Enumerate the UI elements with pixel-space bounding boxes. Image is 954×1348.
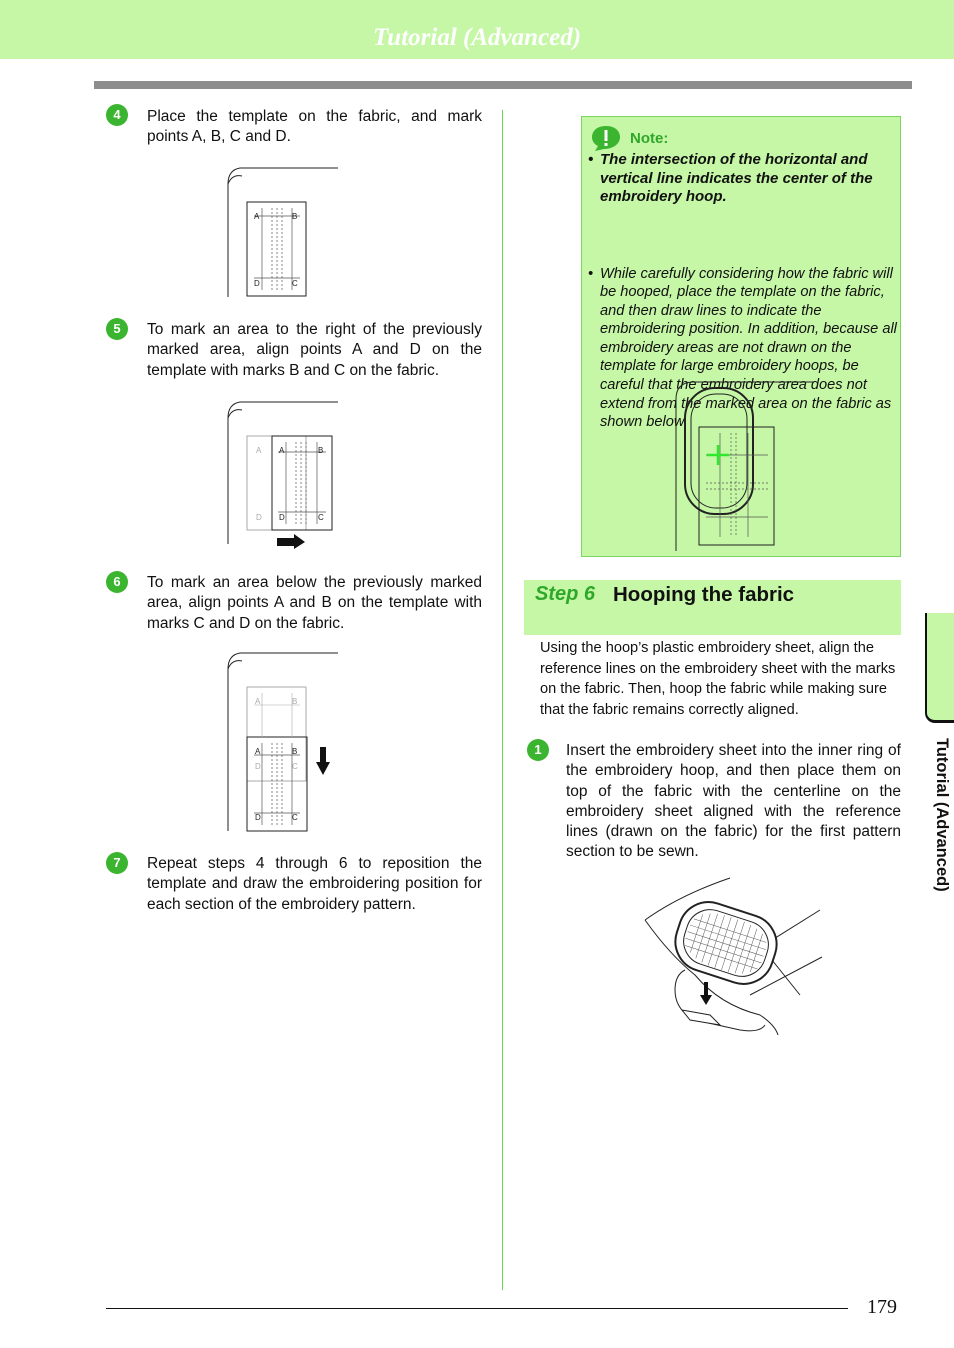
label-b: B <box>318 446 323 455</box>
note-box: Note: • The intersection of the horizont… <box>581 116 901 557</box>
label-d: D <box>254 279 260 288</box>
bullet: • <box>588 151 594 168</box>
footer-rule <box>106 1308 848 1309</box>
step-text-6: To mark an area below the previously mar… <box>147 574 482 632</box>
header-title: Tutorial (Advanced) <box>372 24 582 51</box>
faded-label-a: A <box>256 446 262 455</box>
note-item-bold: • The intersection of the horizontal and… <box>588 151 900 207</box>
header-band: Tutorial (Advanced) <box>0 0 954 59</box>
figure-hoop-sheet-insert <box>644 877 823 1036</box>
column-divider <box>502 110 503 1290</box>
step-text-4: Place the template on the fabric, and ma… <box>147 108 482 146</box>
note-label: Note: <box>630 130 669 147</box>
label-c: C <box>318 513 324 522</box>
note-exclamation-icon <box>592 126 620 151</box>
step-number-5: 5 <box>106 318 128 340</box>
step-text-5: To mark an area to the right of the prev… <box>147 321 482 379</box>
step-number-6: 6 <box>106 571 128 593</box>
step6-title: Hooping the fabric <box>613 583 795 606</box>
label-a: A <box>255 747 261 756</box>
faded-label-c: C <box>292 762 298 771</box>
label-b: B <box>292 212 297 221</box>
label-d: D <box>279 513 285 522</box>
label-d: D <box>255 813 261 822</box>
step6-label: Step 6 <box>535 583 596 605</box>
label-a: A <box>279 446 285 455</box>
step-number-7: 7 <box>106 852 128 874</box>
note-item: • While carefully considering how the fa… <box>588 265 902 432</box>
page-number: 179 <box>867 1296 897 1318</box>
note-item-text: While carefully considering how the fabr… <box>600 265 897 431</box>
step-number-1: 1 <box>527 739 549 761</box>
step6-heading: Step 6 Hooping the fabric <box>524 580 901 635</box>
arrow-right-icon <box>277 534 305 549</box>
figure-hoop-over-template <box>675 381 813 551</box>
label-b: B <box>292 747 297 756</box>
label-c: C <box>292 279 298 288</box>
step-text-1: Insert the embroidery sheet into the inn… <box>566 742 901 861</box>
side-tab <box>925 613 954 723</box>
header-rule <box>94 81 912 89</box>
step-text-7: Repeat steps 4 through 6 to reposition t… <box>147 855 482 913</box>
arrow-down-icon <box>316 747 330 775</box>
figure-template-shift-down: A B D C A B D C <box>227 652 338 832</box>
faded-label-b: B <box>292 697 297 706</box>
bullet: • <box>588 265 594 282</box>
note-item-bold-text: The intersection of the horizontal and v… <box>600 151 873 205</box>
faded-label-d: D <box>255 762 261 771</box>
label-c: C <box>292 813 298 822</box>
label-a: A <box>254 212 260 221</box>
arrow-down-icon <box>700 982 712 1005</box>
faded-label-a: A <box>255 697 261 706</box>
side-tab-label: Tutorial (Advanced) <box>933 738 951 892</box>
figure-template-shift-right: A D A B D C <box>227 401 338 549</box>
figure-template-placement: A B D C <box>227 167 338 297</box>
center-cross-icon <box>707 445 729 465</box>
step-number-4: 4 <box>106 104 128 126</box>
step6-intro: Using the hoop’s plastic embroidery shee… <box>540 640 896 718</box>
faded-label-d: D <box>256 513 262 522</box>
